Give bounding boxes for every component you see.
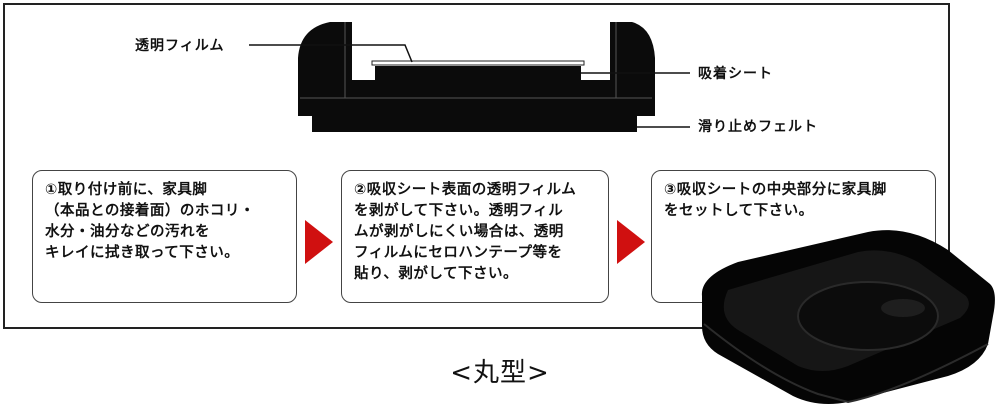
step2-line: ②吸収シート表面の透明フィルム: [354, 182, 577, 198]
step-box-2: ②吸収シート表面の透明フィルム を剥がして下さい。透明フィル ムが剥がしにくい場…: [341, 170, 609, 303]
step1-line: ①取り付け前に、家具脚: [45, 182, 208, 198]
label-suction-sheet: 吸着シート: [698, 66, 773, 82]
film-leader-line: [249, 44, 413, 63]
round-pad-highlight: [881, 299, 925, 317]
round-pad-center: [797, 281, 939, 351]
label-transparent-film: 透明フィルム: [135, 38, 225, 54]
step1-line: 水分・油分などの汚れを: [45, 224, 210, 240]
step-arrow-1: [305, 220, 333, 264]
transparent-film: [371, 60, 585, 66]
step2-line: ムが剥がしにくい場合は、透明: [354, 224, 564, 240]
step-box-1: ①取り付け前に、家具脚 （本品との接着面）のホコリ・ 水分・油分などの汚れを キ…: [32, 170, 297, 303]
caption-round-type: <丸型>: [450, 358, 550, 388]
felt-layer: [312, 116, 637, 132]
step1-line: （本品との接着面）のホコリ・: [45, 203, 255, 219]
step1-line: キレイに拭き取って下さい。: [45, 245, 240, 261]
pad-cross-section: [298, 22, 655, 116]
step3-line: をセットして下さい。: [664, 203, 814, 219]
step3-line: ③吸収シートの中央部分に家具脚: [664, 182, 887, 198]
step2-line: フィルムにセロハンテープ等を: [354, 245, 563, 261]
round-pad-photo: [701, 230, 995, 404]
step2-line: 貼り、剥がして下さい。: [354, 266, 518, 282]
label-felt: 滑り止めフェルト: [698, 119, 818, 135]
suction-sheet: [375, 66, 581, 80]
step-arrow-2: [617, 220, 645, 264]
round-pad-edge: [703, 323, 989, 404]
step2-line: を剥がして下さい。透明フィル: [354, 203, 564, 219]
